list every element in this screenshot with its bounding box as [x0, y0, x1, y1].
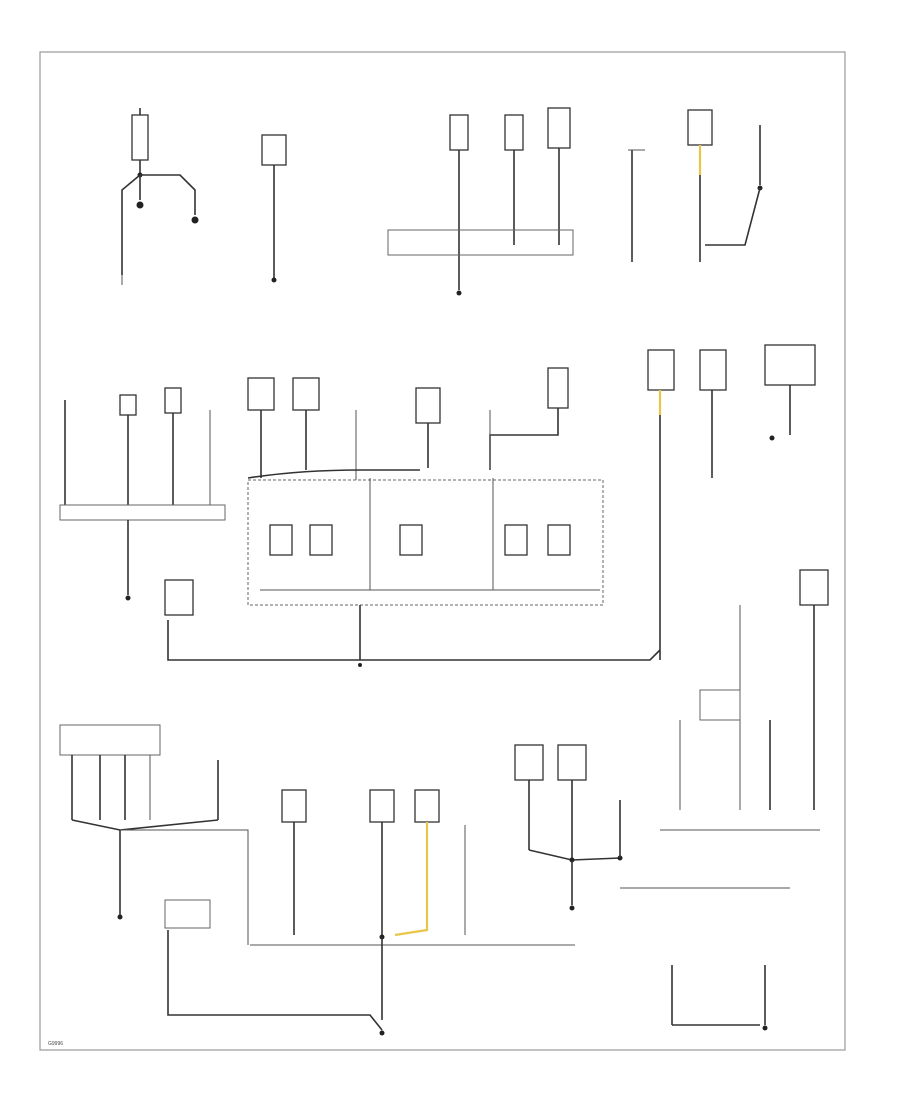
ground-point: [456, 290, 462, 296]
module-component: [687, 109, 713, 146]
sensor-component: [547, 107, 571, 149]
battery-component: [131, 114, 149, 161]
module-component: [647, 349, 675, 391]
ground-point: [191, 216, 199, 224]
lamp-component: [119, 394, 137, 416]
module-component: [247, 377, 275, 411]
ground-point: [358, 663, 362, 667]
module-component: [764, 344, 816, 386]
component-ground-group: [261, 134, 287, 283]
module-component: [415, 387, 441, 424]
bottom-center-ground-group: [164, 789, 575, 1036]
sensor-ground-group: [387, 107, 574, 296]
middle-center-module-group: [247, 367, 604, 660]
module-component: [164, 579, 194, 616]
ground-bus: [167, 620, 661, 661]
battery-ground-group: [121, 108, 199, 285]
module-component: [261, 134, 287, 166]
bottom-right-center-group: [514, 744, 790, 911]
module-component: [699, 349, 727, 391]
diagram-border: [39, 51, 846, 1051]
ground-point: [136, 201, 144, 209]
module-component: [292, 377, 320, 411]
ground-point: [271, 277, 277, 283]
bottom-right-ground-group: [671, 965, 768, 1031]
sensor-component: [449, 114, 469, 151]
bottom-left-ground-group: [59, 724, 249, 945]
right-ground-group-top: [628, 109, 763, 262]
right-side-group: [660, 569, 829, 831]
diagram-id-label: G9996: [48, 1041, 63, 1047]
middle-left-ground-group: [59, 387, 226, 601]
sensor-component: [504, 114, 524, 151]
middle-right-ground-group: [647, 344, 816, 660]
lamp-component: [164, 387, 182, 414]
module-component: [547, 367, 569, 409]
